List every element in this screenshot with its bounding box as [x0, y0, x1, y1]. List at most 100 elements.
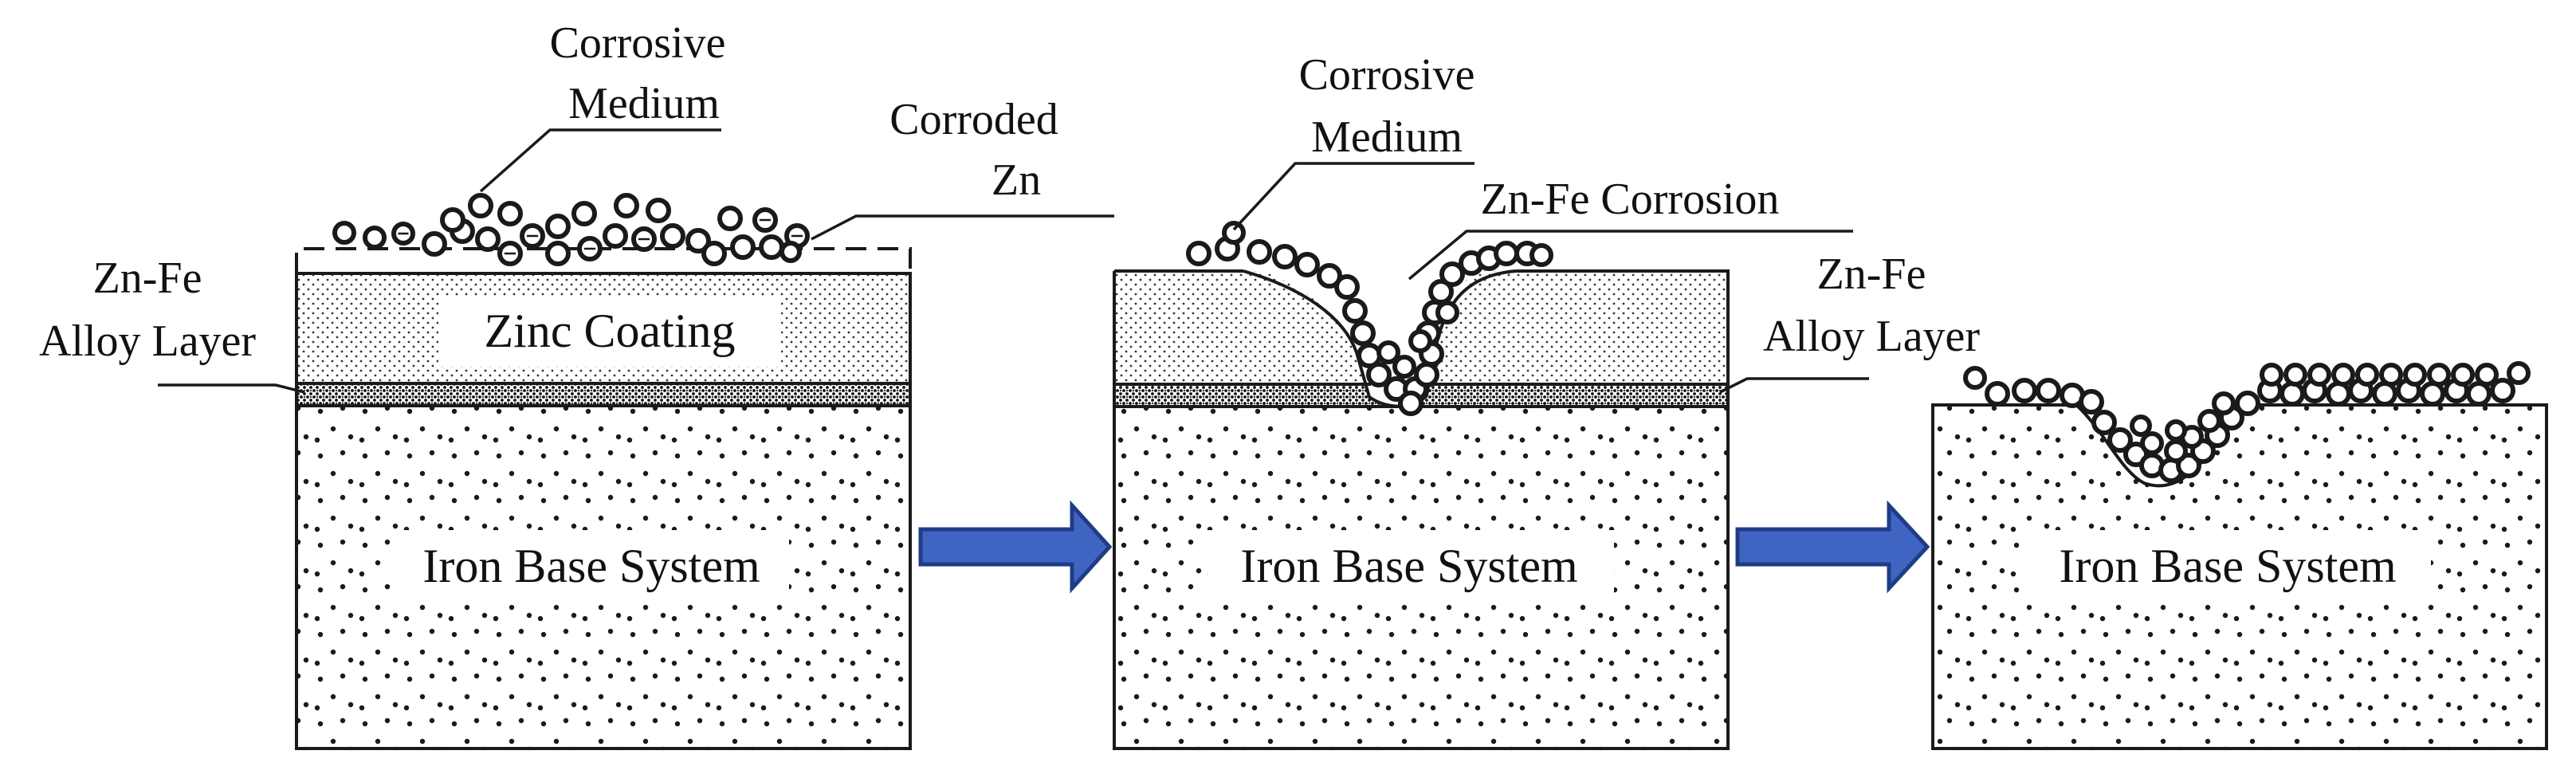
corrosive-particle-icon — [2355, 363, 2379, 387]
corrosive-particle-icon — [2490, 378, 2515, 403]
corrosive-particle-icon — [475, 226, 501, 252]
corrosive-particle-icon — [1494, 241, 1519, 266]
corrosive-particle-icon — [1294, 252, 1320, 277]
panel-2-outline — [1113, 269, 1730, 750]
corrosive-medium-label-2a: Corrosive — [1299, 50, 1475, 100]
corrosive-particle-icon — [1376, 340, 1400, 364]
corrosive-particles-2 — [1186, 221, 1553, 416]
corrosive-particle-icon — [2307, 363, 2331, 387]
corrosive-particle-icon — [2451, 363, 2475, 387]
alloy-label-2a: Zn-Fe — [1817, 250, 1926, 299]
corrosive-particle-icon — [2507, 361, 2531, 385]
corrosive-particle-icon — [1408, 329, 1432, 353]
base-label-bg-1 — [391, 530, 789, 602]
corrosive-particle-icon — [2379, 363, 2403, 387]
base-label-bg-3 — [2024, 530, 2431, 602]
corrosive-particle-icon — [1317, 263, 1342, 289]
corrosive-particle-icon — [1342, 298, 1368, 324]
corrosive-medium-label-2b: Medium — [1311, 112, 1463, 162]
corrosive-particle-icon — [2280, 381, 2305, 407]
corrosive-particle-icon — [2012, 378, 2037, 403]
corrosive-particle-icon — [1398, 391, 1423, 416]
corrosive-particles-1 — [332, 193, 810, 266]
corrosive-particle-icon — [1428, 279, 1454, 305]
panel-2: Iron Base System Corrosive Medium Zn-Fe … — [1113, 50, 1980, 750]
alloy-leader-1 — [158, 383, 305, 394]
corrosive-particle-icon — [363, 226, 387, 250]
corrosive-particle-icon — [1439, 261, 1465, 287]
corrosive-particle-icon — [1247, 239, 1272, 265]
corrosive-particle-icon — [545, 241, 571, 266]
corrosive-particle-icon — [2326, 381, 2351, 407]
corrosive-medium-label-1a: Corrosive — [550, 18, 726, 68]
zinc-coating-label: Zinc Coating — [485, 305, 736, 357]
alloy-label-1b: Alloy Layer — [39, 316, 256, 366]
corrosive-particle-icon — [1414, 362, 1439, 387]
panel-1: Zinc Coating Iron Base System Corrosive … — [39, 18, 1114, 750]
corrosive-particle-icon — [701, 241, 727, 266]
zn-fe-corrosion-label: Zn-Fe Corrosion — [1481, 175, 1780, 224]
corrosive-particle-icon — [1392, 355, 1416, 379]
corroded-zn-label-a: Corroded — [889, 95, 1058, 144]
corrosive-particle-icon — [2427, 363, 2451, 387]
corrosive-particle-icon — [2212, 391, 2236, 415]
arrow-right-icon — [1735, 500, 1930, 594]
corrosive-particle-icon — [332, 221, 356, 245]
panel-1-outline — [295, 272, 912, 750]
corrosive-particle-icon — [2036, 378, 2061, 403]
corrosive-particle-icon — [759, 234, 784, 260]
corrosive-particle-icon — [1186, 241, 1211, 266]
corrosive-medium-leader-2 — [1232, 162, 1475, 231]
alloy-leader-2 — [1719, 377, 1869, 394]
corrosive-particle-icon — [2235, 391, 2260, 416]
corrosive-particle-icon — [1985, 381, 2010, 407]
corrosive-particles-3 — [1963, 361, 2531, 483]
corrosive-particle-icon — [1272, 244, 1298, 269]
corroded-zn-leader — [811, 214, 1114, 241]
corroded-zn-label-b: Zn — [992, 155, 1041, 205]
corrosive-particle-icon — [2164, 439, 2188, 463]
corrosive-particle-icon — [1435, 301, 1459, 324]
corrosive-particle-icon — [2260, 363, 2283, 387]
corrosive-particle-icon — [571, 201, 597, 226]
zn-fe-alloy-layer — [296, 383, 910, 406]
corrosive-particle-icon — [660, 223, 685, 249]
corrosive-particle-icon — [685, 228, 711, 253]
corrosive-medium-label-1b: Medium — [568, 79, 720, 128]
corrosive-particle-icon — [2107, 427, 2133, 453]
corrosive-particle-icon — [2283, 363, 2307, 387]
corrosive-particle-icon — [422, 231, 447, 257]
corrosive-particle-icon — [545, 214, 571, 239]
corrosive-particle-icon — [1222, 221, 1246, 245]
corrosive-particle-icon — [646, 198, 671, 223]
corrosive-particle-icon — [2331, 363, 2355, 387]
corroded-zn-surface — [295, 247, 912, 273]
zn-fe-corrosion-leader — [1408, 230, 1853, 281]
corrosive-particle-icon — [1963, 366, 1987, 390]
corrosive-particle-icon — [1530, 243, 1553, 267]
iron-base-label-2: Iron Base System — [1240, 540, 1577, 592]
corrosive-particle-icon — [717, 206, 743, 231]
corrosive-particle-icon — [497, 201, 523, 226]
arrow-right-icon — [918, 500, 1113, 594]
corrosive-particle-icon — [2079, 389, 2104, 415]
corrosive-particle-icon — [2140, 431, 2164, 455]
panel-3: Iron Base System — [1931, 361, 2548, 750]
corrosive-particle-icon — [440, 207, 465, 233]
corrosive-particle-icon — [2475, 363, 2499, 387]
corrosive-particle-icon — [1334, 274, 1360, 300]
corrosive-particle-icon — [1366, 362, 1392, 387]
corrosive-particle-icon — [614, 193, 639, 218]
corrosive-particle-icon — [2130, 415, 2152, 437]
base-label-bg-2 — [1208, 530, 1614, 602]
iron-base-label-1: Iron Base System — [422, 540, 760, 592]
corrosive-medium-leader-1 — [479, 128, 721, 193]
corrosive-particle-icon — [468, 193, 493, 218]
corrosive-particle-icon — [1350, 320, 1376, 346]
zinc-coating-label-bg — [438, 297, 781, 367]
iron-base-label-3: Iron Base System — [2059, 540, 2396, 592]
corrosive-particle-icon — [779, 241, 802, 263]
corrosive-particle-icon — [2403, 363, 2427, 387]
